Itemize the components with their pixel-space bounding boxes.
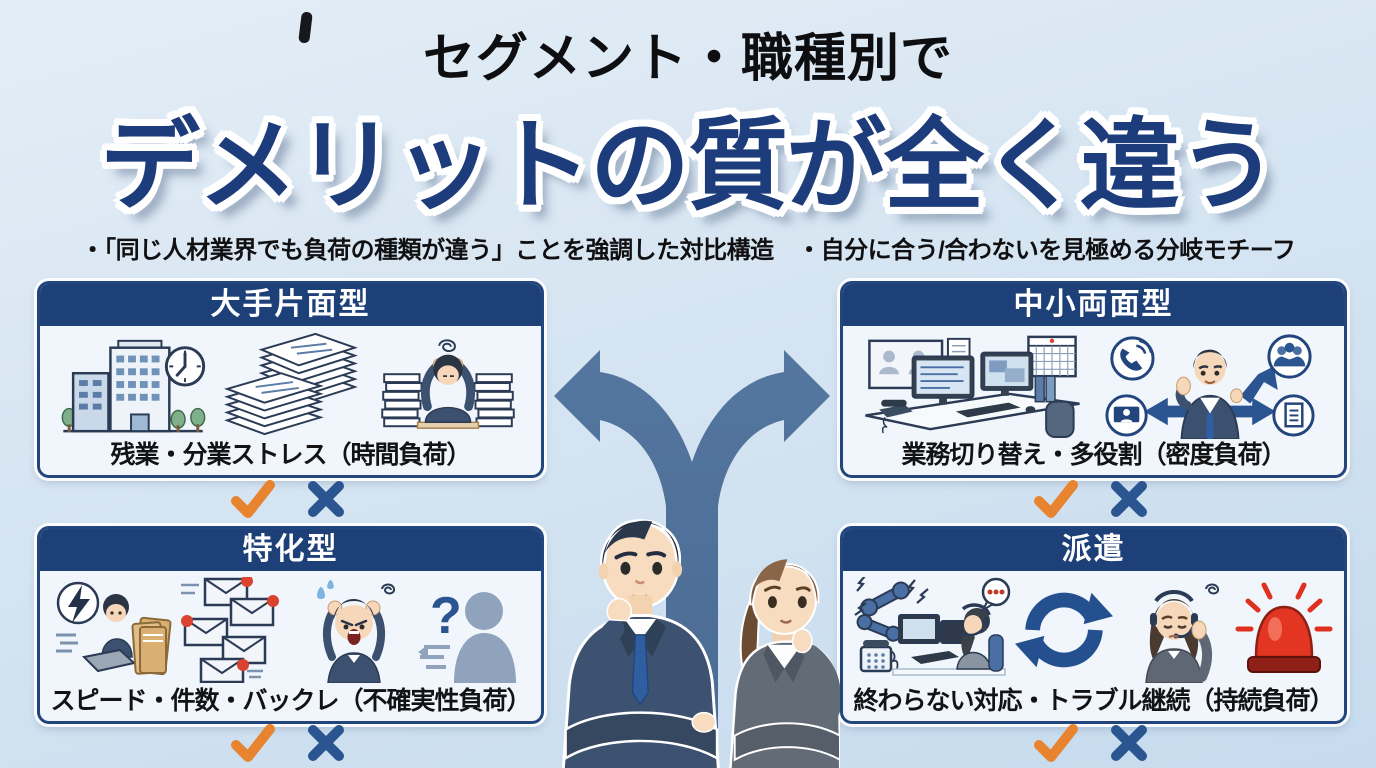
video-call-icon bbox=[1105, 394, 1148, 437]
dizzy-spiral-icon bbox=[1204, 583, 1219, 595]
thinking-businesswoman bbox=[729, 559, 840, 768]
question-mark-icon: ? bbox=[430, 587, 462, 645]
check-icon bbox=[230, 480, 275, 518]
notification-dot-icon bbox=[237, 659, 250, 672]
panel-chusho-ryomen: 中小両面型 bbox=[840, 281, 1347, 478]
thinking-people bbox=[561, 519, 840, 768]
tired-operator-icon bbox=[1144, 583, 1219, 684]
notification-dot-icon bbox=[241, 577, 254, 588]
cross-icon bbox=[307, 481, 344, 517]
panel-illustrations bbox=[843, 571, 1344, 688]
panel-title: 特化型 bbox=[40, 529, 541, 571]
lightning-icon bbox=[67, 585, 90, 624]
check-icon bbox=[1033, 480, 1078, 518]
panel-title: 中小両面型 bbox=[843, 284, 1344, 326]
repeat-cycle-icon bbox=[1015, 593, 1114, 668]
email-flood-icon bbox=[181, 577, 280, 684]
sweat-drop-icon bbox=[316, 587, 325, 600]
panel-marks bbox=[37, 721, 538, 765]
panel-title: 派遣 bbox=[843, 529, 1344, 571]
document-stacks-icon bbox=[223, 332, 358, 435]
panel-caption: 業務切り替え・多役割（密度負荷） bbox=[901, 440, 1286, 469]
document-icon bbox=[1272, 394, 1315, 437]
tree-icon bbox=[190, 407, 206, 427]
panel-haken: 派遣 bbox=[840, 526, 1347, 724]
direction-arrows-icon bbox=[1144, 397, 1194, 426]
thinking-businessman bbox=[561, 519, 720, 768]
panel-caption: 終わらない対応・トラブル継続（持続負荷） bbox=[853, 686, 1334, 715]
lightning-icon bbox=[856, 577, 866, 592]
check-icon bbox=[1033, 724, 1078, 762]
panicked-worker-icon bbox=[316, 580, 395, 684]
dizzy-spiral-icon bbox=[437, 339, 456, 352]
headset-icon bbox=[1153, 590, 1194, 603]
page-subtitle: ・「同じ人材業界でも負荷の種類が違う」ことを強調した対比構造 ・自分に合う/合わ… bbox=[80, 237, 1296, 264]
office-building-icon bbox=[61, 339, 206, 433]
panel-caption: 残業・分業ストレス（時間負荷） bbox=[110, 440, 471, 469]
folder-stack-icon bbox=[131, 617, 172, 676]
dizzy-spiral-icon bbox=[380, 583, 395, 595]
panel-illustrations bbox=[843, 326, 1344, 442]
cross-icon bbox=[307, 725, 344, 761]
panel-title: 大手片面型 bbox=[40, 284, 541, 326]
panel-marks bbox=[840, 477, 1341, 521]
clock-icon bbox=[165, 345, 206, 387]
ghosting-silhouette-icon: ? bbox=[418, 587, 517, 684]
panel-tokka: 特化型 bbox=[37, 526, 544, 724]
calendar-icon bbox=[1026, 335, 1077, 378]
desk-phone-icon bbox=[859, 640, 899, 673]
page-title-main: デメリットの質が全く違う bbox=[100, 110, 1278, 222]
speed-pressure-worker-icon bbox=[55, 582, 172, 676]
panel-marks bbox=[840, 721, 1341, 765]
panel-caption: スピード・件数・バックレ（不確実性負荷） bbox=[50, 686, 531, 715]
multitasking-person-icon bbox=[1105, 334, 1315, 439]
cross-icon bbox=[1110, 725, 1147, 761]
panel-oote-katamen: 大手片面型 bbox=[37, 281, 544, 478]
notification-dot-icon bbox=[267, 595, 280, 608]
panel-marks bbox=[37, 477, 538, 521]
cross-icon bbox=[1110, 481, 1147, 517]
ringing-calls-operator-icon bbox=[854, 577, 1011, 676]
chat-dots-bubble-icon bbox=[980, 578, 1011, 613]
panel-illustrations bbox=[40, 326, 541, 442]
notification-dot-icon bbox=[181, 615, 194, 628]
desk-phone-icon bbox=[878, 399, 913, 434]
alarm-light-icon bbox=[1235, 582, 1333, 674]
phone-handset-icon bbox=[856, 581, 911, 642]
team-icon bbox=[1267, 334, 1312, 379]
laptop-icon bbox=[81, 649, 136, 673]
overworked-worker-icon bbox=[381, 339, 515, 429]
page-title-top: セグメント・職種別で bbox=[422, 30, 953, 88]
check-icon bbox=[230, 724, 275, 762]
panel-illustrations: ? bbox=[40, 571, 541, 688]
branching-arrow bbox=[554, 350, 830, 768]
phone-call-icon bbox=[1110, 336, 1155, 381]
multi-monitor-desk-icon bbox=[864, 335, 1080, 438]
